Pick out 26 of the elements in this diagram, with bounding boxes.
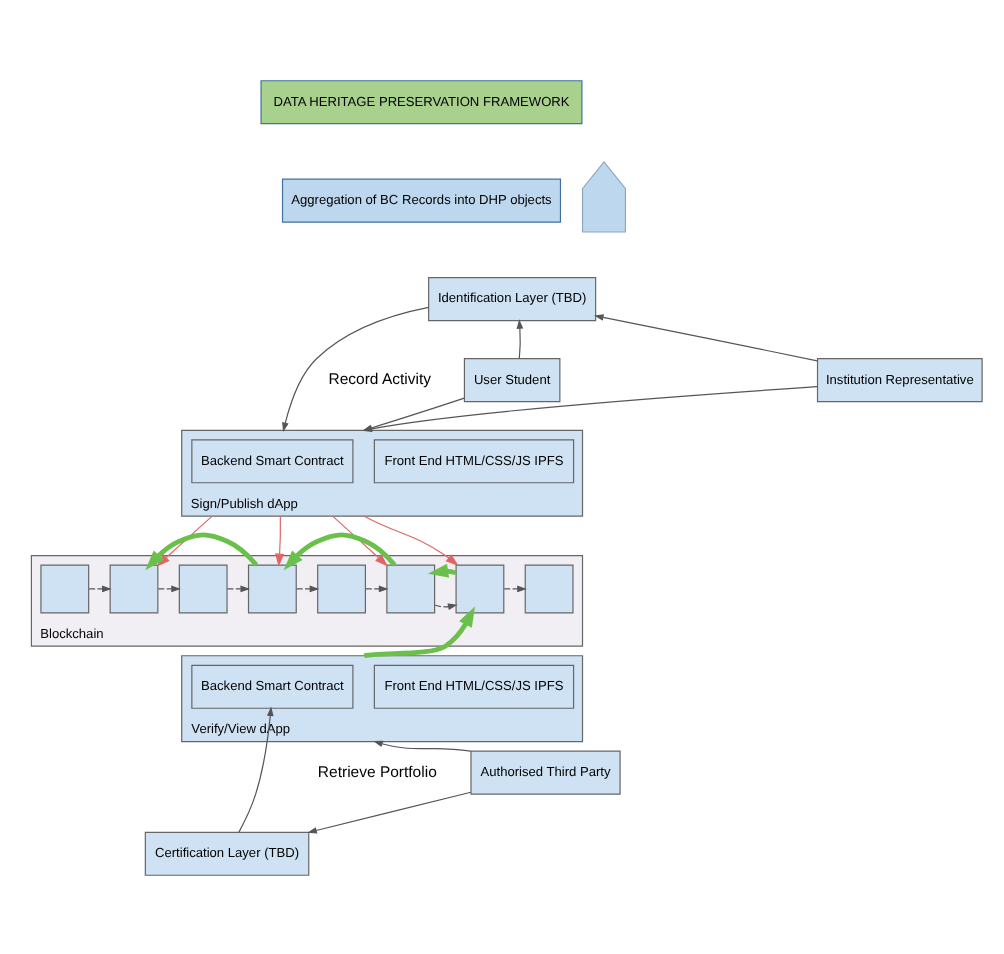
node-box [455,563,505,613]
node-box [386,563,436,613]
node-box [247,563,297,613]
arrow [516,318,524,358]
arrow [594,313,818,361]
node-box [317,563,366,613]
arrow [275,514,285,566]
node-box [524,563,574,613]
arrow [503,584,527,592]
arrow [238,705,274,832]
arrow [373,739,472,751]
arrow [296,584,320,592]
arrow [434,602,458,610]
arrow [307,790,472,833]
arrow [363,514,459,566]
arrow [88,584,112,592]
node-box [40,563,90,613]
node-arrow [581,159,627,232]
arrow [157,584,181,592]
arrow [363,605,475,658]
arrow [332,514,388,566]
arrow [283,531,397,570]
node-box [109,563,159,613]
arrow [365,584,389,592]
arrow [226,584,250,592]
node-box [178,563,228,613]
